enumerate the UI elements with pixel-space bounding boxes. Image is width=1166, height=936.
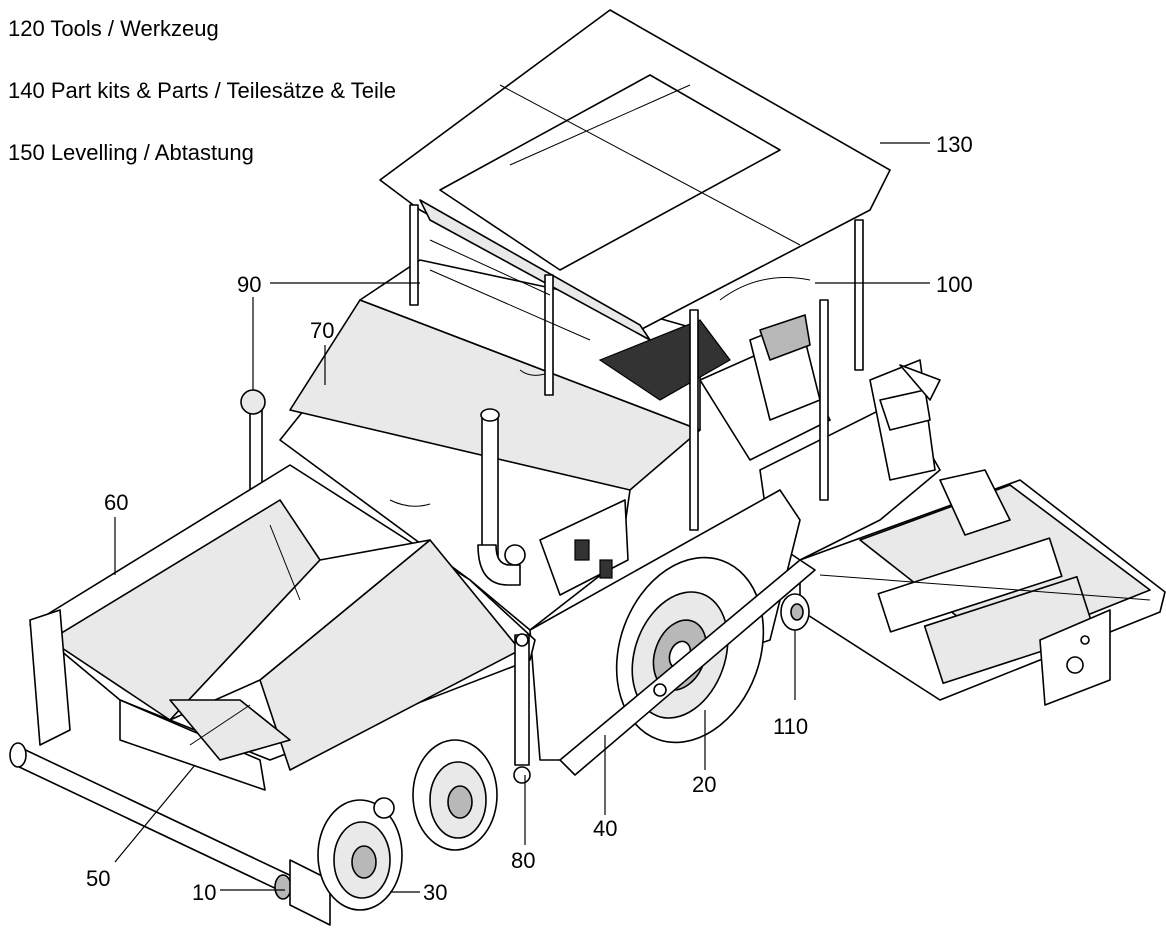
legend-item-tools[interactable]: 120 Tools / Werkzeug <box>8 16 219 41</box>
callout-30[interactable]: 30 <box>423 880 447 905</box>
leader-lines <box>114 142 930 893</box>
callout-100[interactable]: 100 <box>936 272 973 297</box>
rear-frame <box>759 359 941 561</box>
front-bogie-wheels[interactable] <box>317 739 498 911</box>
legend-item-levelling[interactable]: 150 Levelling / Abtastung <box>8 140 254 165</box>
screed-assembly[interactable] <box>799 469 1166 706</box>
callout-60[interactable]: 60 <box>104 490 128 515</box>
callout-130[interactable]: 130 <box>936 132 973 157</box>
callout-20[interactable]: 20 <box>692 772 716 797</box>
levelling-sensor[interactable] <box>780 593 810 631</box>
callout-110[interactable]: 110 <box>773 714 808 739</box>
exhaust-pipe <box>477 408 526 586</box>
push-bar[interactable] <box>559 559 816 776</box>
legend-list: 120 Tools / Werkzeug 140 Part kits & Par… <box>8 14 396 200</box>
conveyor[interactable] <box>169 699 291 761</box>
callout-80[interactable]: 80 <box>511 848 535 873</box>
push-roller[interactable] <box>9 742 331 926</box>
callout-40[interactable]: 40 <box>593 816 617 841</box>
callout-90[interactable]: 90 <box>237 272 261 297</box>
hopper[interactable] <box>29 464 536 791</box>
work-light <box>240 389 266 501</box>
canopy-roof[interactable] <box>379 9 891 396</box>
legend-item-part-kits[interactable]: 140 Part kits & Parts / Teilesätze & Tei… <box>8 78 397 103</box>
callout-70[interactable]: 70 <box>310 318 334 343</box>
callout-50[interactable]: 50 <box>86 866 110 891</box>
callout-10[interactable]: 10 <box>192 880 216 905</box>
operator-platform <box>598 277 831 531</box>
hopper-cylinder[interactable] <box>513 633 531 784</box>
